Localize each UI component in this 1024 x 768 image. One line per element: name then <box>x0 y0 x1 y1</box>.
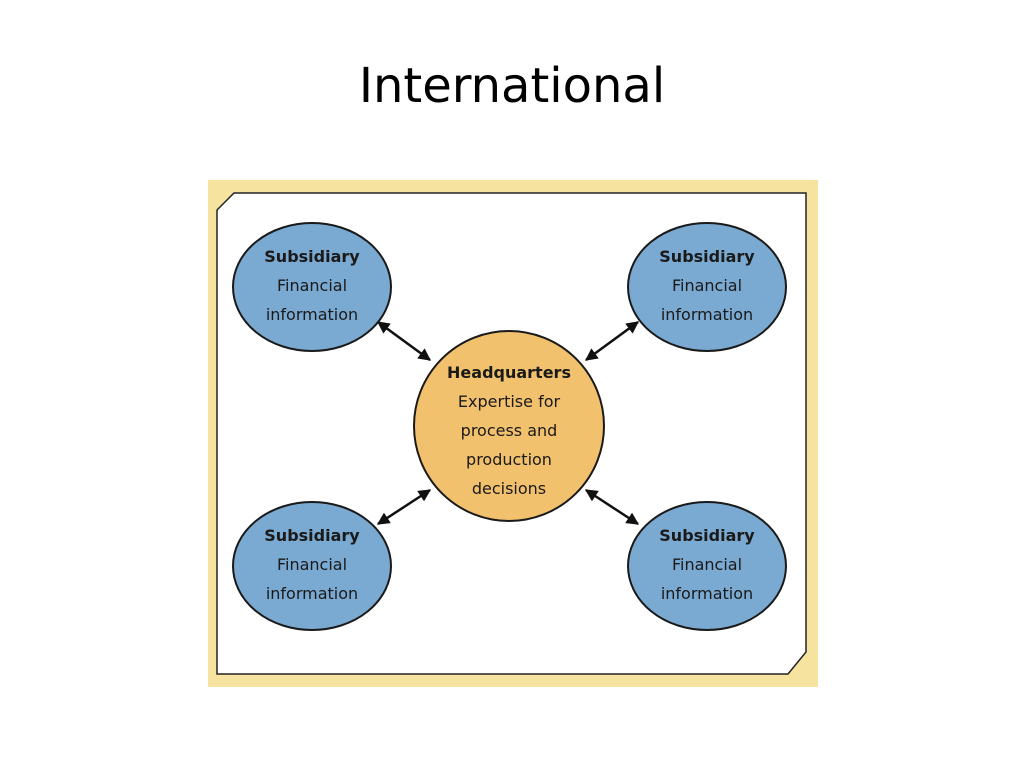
headquarters-node <box>413 330 605 522</box>
headquarters-line: production <box>466 450 552 469</box>
subsidiary-title: Subsidiary <box>659 247 755 266</box>
subsidiary-node-top-right <box>627 222 787 352</box>
connector-top-left <box>376 320 432 362</box>
subsidiary-text-top-right: Subsidiary Financial information <box>627 242 787 329</box>
connector-bottom-right <box>584 488 640 526</box>
subsidiary-title: Subsidiary <box>264 526 360 545</box>
subsidiary-line: information <box>660 584 754 603</box>
subsidiary-line: information <box>265 584 359 603</box>
headquarters-line: Expertise for <box>457 392 561 411</box>
subsidiary-line: Financial <box>276 276 348 295</box>
subsidiary-line: Financial <box>276 555 348 574</box>
subsidiary-line: information <box>660 305 754 324</box>
headquarters-text: Headquarters Expertise for process and p… <box>419 358 599 503</box>
subsidiary-title: Subsidiary <box>264 247 360 266</box>
subsidiary-text-bottom-left: Subsidiary Financial information <box>232 521 392 608</box>
slide-title: International <box>358 58 666 114</box>
headquarters-title: Headquarters <box>447 363 571 382</box>
subsidiary-line: Financial <box>671 555 743 574</box>
diagram-canvas <box>208 180 818 687</box>
diagram-frame: Subsidiary Financial information Subsidi… <box>208 180 818 687</box>
subsidiary-text-top-left: Subsidiary Financial information <box>232 242 392 329</box>
subsidiary-line: Financial <box>671 276 743 295</box>
subsidiary-line: information <box>265 305 359 324</box>
subsidiary-title: Subsidiary <box>659 526 755 545</box>
subsidiary-node-bottom-right <box>627 501 787 631</box>
headquarters-line: process and <box>460 421 558 440</box>
headquarters-line: decisions <box>471 479 547 498</box>
subsidiary-text-bottom-right: Subsidiary Financial information <box>627 521 787 608</box>
subsidiary-node-top-left <box>232 222 392 352</box>
subsidiary-node-bottom-left <box>232 501 392 631</box>
connector-bottom-left <box>376 488 432 526</box>
connector-top-right <box>584 320 640 362</box>
